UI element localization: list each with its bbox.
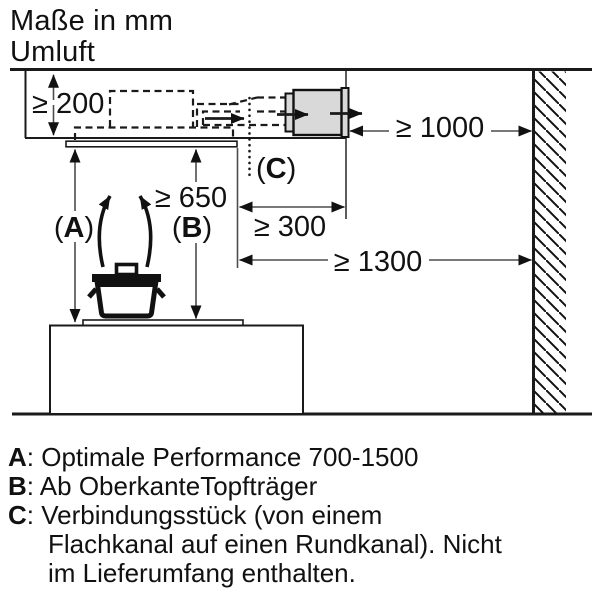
- steam-arrow-left: [97, 195, 112, 268]
- hood-body-dashed: [73, 126, 235, 140]
- pot-body: [94, 282, 159, 319]
- legend-item-a: A: Optimale Performance 700-1500: [8, 443, 510, 472]
- dim-a: (A): [54, 149, 94, 323]
- pot-handle-left: [87, 287, 98, 299]
- dim-200-label: ≥ 200: [32, 88, 104, 120]
- dim-fan-to-wall: ≥ 1000: [349, 112, 532, 144]
- dim-650-label: ≥ 650: [155, 182, 227, 214]
- dim-ceiling-cavity: ≥ 200: [32, 74, 104, 136]
- legend-text-a: : Optimale Performance 700-1500: [26, 442, 419, 472]
- pot-lid: [92, 274, 161, 282]
- round-duct-dashed: [257, 96, 286, 113]
- dim-1300-label: ≥ 1300: [334, 246, 423, 278]
- legend-key-c: C: [8, 500, 27, 530]
- legend-text-b: : Ab OberkanteTopfträger: [26, 471, 318, 501]
- dim-hood-to-wall: ≥ 1300: [239, 246, 532, 278]
- duct-transition-dashed: [228, 96, 258, 106]
- steam-arrow-right: [138, 195, 153, 268]
- callout-c: (C): [256, 153, 296, 185]
- wall-hatch: [535, 71, 566, 413]
- dim-1000-label: ≥ 1000: [396, 112, 485, 144]
- legend-key-b: B: [8, 471, 27, 501]
- pot-icon: [87, 262, 166, 319]
- hood-unit-dashed: [73, 89, 286, 140]
- hood-ceiling-panel: [65, 140, 238, 148]
- drawing-title: Maße in mm Umluft: [10, 6, 173, 68]
- pot-handle-right: [155, 287, 166, 299]
- legend-item-c: C: Verbindungsstück (von einem Flachkana…: [8, 501, 510, 588]
- fan-flange-left: [284, 92, 295, 133]
- dim-300-label: ≥ 300: [254, 211, 326, 243]
- flat-duct-inner-dashed: [201, 110, 240, 125]
- dim-duct-offset: ≥ 300: [239, 201, 345, 243]
- flat-duct-outer-dashed: [195, 102, 240, 127]
- counter: [49, 324, 304, 415]
- steam-arrows-icon: [97, 195, 153, 268]
- hood-motor-dashed: [108, 89, 195, 127]
- installation-diagram: ≥ 200 ≥ 1000 ≥ 300 ≥ 1300 (A) ≥ 650 (B) …: [10, 68, 592, 416]
- dim-hood-to-hob: ≥ 650 (B): [155, 149, 227, 319]
- legend-text-c: : Verbindungsstück (von einem Flachkanal…: [26, 500, 502, 588]
- legend-item-b: B: Ab OberkanteTopfträger: [8, 472, 510, 501]
- units-note: Maße in mm: [10, 5, 174, 37]
- mode-label: Umluft: [10, 36, 95, 68]
- callout-a: (A): [54, 212, 94, 244]
- pot-knob: [114, 262, 139, 277]
- legend: A: Optimale Performance 700-1500 B: Ab O…: [8, 443, 510, 588]
- legend-key-a: A: [8, 442, 27, 472]
- callout-b: (B): [172, 212, 212, 244]
